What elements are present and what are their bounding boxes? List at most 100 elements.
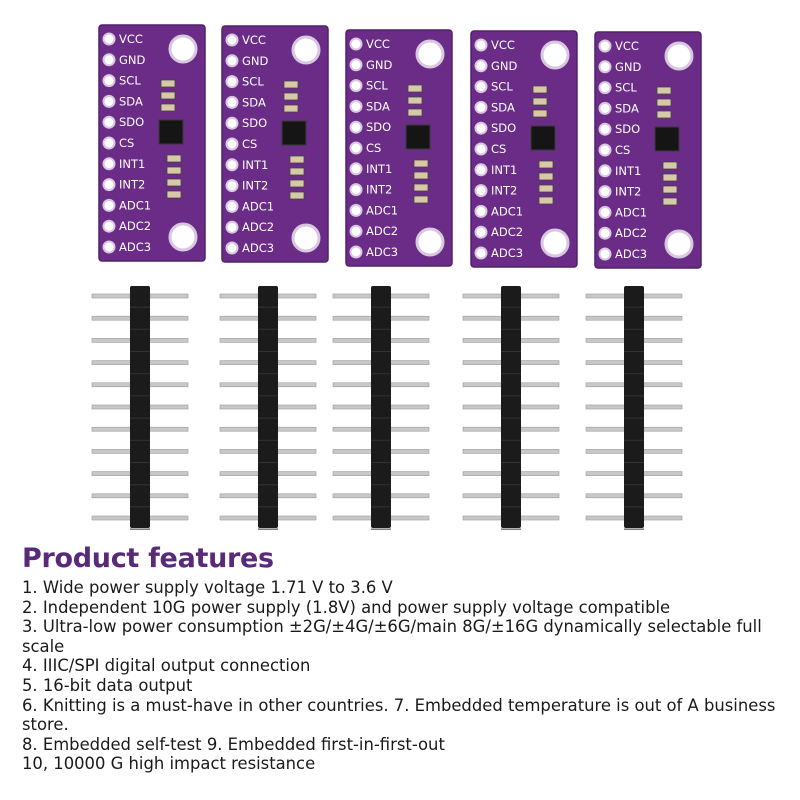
- pin-header: [332, 286, 430, 530]
- smd-component: [283, 80, 299, 89]
- mounting-hole: [168, 222, 198, 252]
- pin-pad: [598, 226, 612, 240]
- pin-label: SCL: [242, 75, 264, 89]
- pin-label: VCC: [119, 32, 143, 46]
- pin-label: INT1: [366, 162, 392, 176]
- pin-label: INT2: [491, 184, 517, 198]
- pin-label: INT2: [366, 183, 392, 197]
- pin-pad: [598, 101, 612, 115]
- pin-label: ADC2: [491, 225, 523, 239]
- board-pcb: [594, 31, 702, 269]
- sensor-chip: [281, 120, 307, 146]
- pin-pad: [225, 179, 239, 193]
- smd-component: [656, 86, 672, 95]
- feature-item: 4. IIIC/SPI digital output connection: [22, 656, 311, 676]
- header-plastic: [501, 286, 521, 528]
- smd-component: [538, 160, 554, 169]
- pin-pad: [102, 32, 116, 46]
- smd-component: [538, 196, 554, 205]
- pin-pad: [598, 247, 612, 261]
- smd-component: [532, 85, 548, 94]
- pin-label: ADC1: [242, 199, 274, 213]
- pin-label: ADC1: [491, 204, 523, 218]
- pin-header: [219, 286, 317, 530]
- smd-component: [532, 109, 548, 118]
- pin-label: INT2: [242, 179, 268, 193]
- sensor-chip: [654, 126, 680, 152]
- smd-component: [166, 166, 182, 175]
- pin-label: INT1: [242, 158, 268, 172]
- smd-component: [662, 161, 678, 170]
- pin-label: GND: [366, 58, 393, 72]
- smd-component: [407, 84, 423, 93]
- board-pcb: [221, 25, 329, 263]
- pin-pad: [349, 79, 363, 93]
- header-plastic: [371, 286, 391, 528]
- smd-component: [538, 184, 554, 193]
- pin-pad: [102, 240, 116, 254]
- pin-pad: [102, 219, 116, 233]
- pin-label: GND: [119, 53, 146, 67]
- sensor-chip: [530, 125, 556, 151]
- pin-pad: [474, 100, 488, 114]
- pin-pad: [474, 38, 488, 52]
- pin-pad: [349, 162, 363, 176]
- pin-label: ADC2: [366, 224, 398, 238]
- pin-pad: [225, 158, 239, 172]
- pin-pad: [102, 74, 116, 88]
- smd-component: [656, 98, 672, 107]
- pin-pad: [102, 178, 116, 192]
- pin-pad: [349, 37, 363, 51]
- board-pcb: [345, 29, 453, 267]
- pin-label: ADC1: [366, 203, 398, 217]
- pin-label: ADC3: [119, 240, 151, 254]
- board-pcb: [98, 24, 206, 262]
- smd-component: [413, 183, 429, 192]
- pin-pad: [474, 246, 488, 260]
- pin-header: [462, 286, 560, 530]
- mounting-hole: [540, 228, 570, 258]
- header-plastic: [258, 286, 278, 528]
- pin-label: SDO: [119, 115, 144, 129]
- pin-label: VCC: [615, 39, 639, 53]
- pin-pad: [225, 95, 239, 109]
- pin-label: ADC3: [366, 245, 398, 259]
- feature-item: 1. Wide power supply voltage 1.71 V to 3…: [22, 578, 393, 597]
- smd-component: [289, 167, 305, 176]
- features-title: Product features: [22, 543, 274, 574]
- pin-label: GND: [242, 54, 269, 68]
- smd-component: [413, 171, 429, 180]
- pin-pad: [598, 143, 612, 157]
- pin-label: INT1: [615, 164, 641, 178]
- pin-label: CS: [119, 136, 134, 150]
- pin-label: SDA: [242, 95, 266, 109]
- pin-label: VCC: [366, 37, 390, 51]
- pin-pad: [474, 163, 488, 177]
- smd-component: [283, 92, 299, 101]
- pin-label: SCL: [366, 79, 388, 93]
- pin-pad: [598, 164, 612, 178]
- feature-item: 3. Ultra-low power consumption ±2G/±4G/±…: [22, 617, 762, 656]
- pin-pad: [349, 183, 363, 197]
- header-plastic: [130, 286, 150, 528]
- pin-pad: [598, 122, 612, 136]
- pin-label: INT1: [491, 163, 517, 177]
- feature-item: 2. Independent 10G power supply (1.8V) a…: [22, 597, 671, 617]
- smd-component: [160, 103, 176, 112]
- smd-component: [407, 96, 423, 105]
- sensor-chip: [405, 124, 431, 150]
- board-pcb: [470, 30, 578, 268]
- pin-label: ADC2: [119, 219, 151, 233]
- pin-label: ADC3: [242, 241, 274, 255]
- smd-component: [289, 191, 305, 200]
- pin-label: CS: [615, 143, 630, 157]
- smd-component: [166, 178, 182, 187]
- header-plastic: [624, 286, 644, 528]
- pin-pad: [102, 136, 116, 150]
- smd-component: [538, 172, 554, 181]
